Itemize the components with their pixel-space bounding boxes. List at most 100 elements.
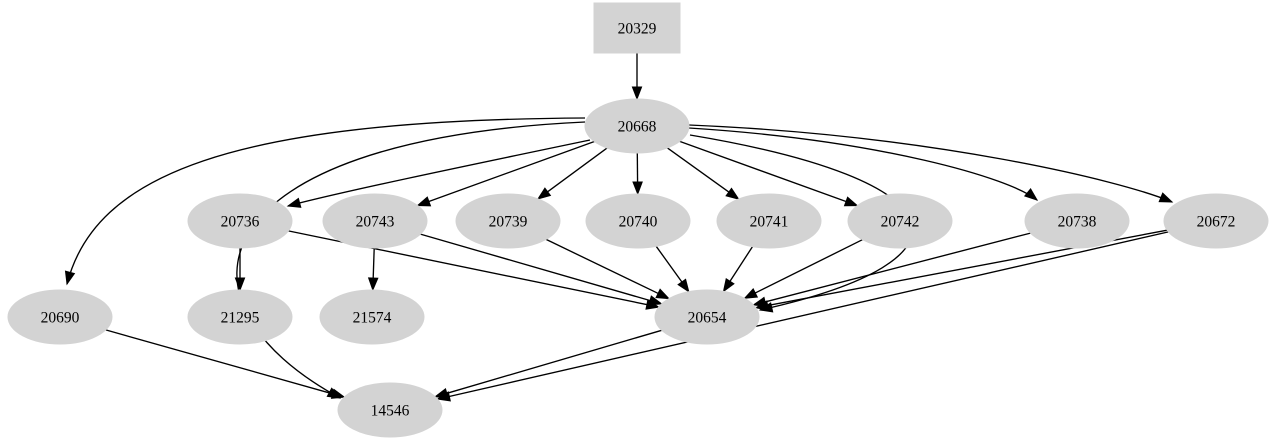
node-ellipse-shape[interactable] xyxy=(187,193,293,249)
arrowhead-icon xyxy=(677,278,690,293)
edge-line xyxy=(66,117,586,285)
arrowhead-icon xyxy=(725,187,740,200)
arrowhead-icon xyxy=(433,388,449,399)
edge-layer xyxy=(64,53,1174,402)
edge-line xyxy=(425,140,595,204)
edge-20690-to-14546 xyxy=(105,329,346,399)
node-label: 20329 xyxy=(618,21,657,38)
arrowhead-icon xyxy=(631,86,643,101)
edge-20668-to-20743 xyxy=(416,140,595,207)
graph-node-20654[interactable]: 20654 xyxy=(654,289,760,345)
edge-20740-to-20654 xyxy=(655,245,690,293)
graph-node-20743[interactable]: 20743 xyxy=(322,193,428,249)
node-ellipse-shape[interactable] xyxy=(584,98,690,154)
graph-node-20740[interactable]: 20740 xyxy=(585,193,691,249)
edge-20668-to-20741 xyxy=(667,147,740,200)
arrowhead-icon xyxy=(1158,192,1174,203)
edge-20668-to-20736 xyxy=(286,139,591,208)
graph-node-20690[interactable]: 20690 xyxy=(7,289,113,345)
edge-20672-to-14546 xyxy=(436,231,1169,402)
node-label: 20739 xyxy=(489,214,528,231)
edge-20668-to-20738 xyxy=(688,127,1039,201)
node-ellipse-shape[interactable] xyxy=(1163,193,1269,249)
edge-20736-to-21295 xyxy=(234,248,246,292)
arrowhead-icon xyxy=(64,270,76,286)
node-layer: 20329 20668 20736 20743 20739 20740 20741 20742… xyxy=(7,2,1269,438)
graph-node-20741[interactable]: 20741 xyxy=(716,193,822,249)
graph-node-20668[interactable]: 20668 xyxy=(584,98,690,154)
node-ellipse-shape[interactable] xyxy=(585,193,691,249)
edge-20668-to-20690 xyxy=(64,117,586,286)
node-label: 20738 xyxy=(1058,214,1097,231)
edge-20668-to-20740 xyxy=(632,152,643,196)
edge-20668-to-20742 xyxy=(679,140,859,207)
edge-line xyxy=(443,329,662,395)
edge-line xyxy=(688,127,1038,201)
edge-20654-to-14546 xyxy=(433,329,662,399)
node-ellipse-shape[interactable] xyxy=(716,193,822,249)
arrowhead-icon xyxy=(843,196,859,207)
node-label: 20736 xyxy=(221,214,260,231)
node-ellipse-shape[interactable] xyxy=(847,193,953,249)
node-label: 20743 xyxy=(356,214,395,231)
edge-20739-to-20654 xyxy=(545,238,671,300)
node-label: 20668 xyxy=(618,119,657,136)
arrowhead-icon xyxy=(648,295,663,306)
edge-line xyxy=(446,231,1169,398)
edge-line xyxy=(762,232,1031,304)
edge-line xyxy=(420,233,654,303)
node-box-shape[interactable] xyxy=(593,2,681,54)
edge-line xyxy=(688,124,1173,203)
node-label: 21574 xyxy=(353,310,392,327)
edge-20329-to-20668 xyxy=(631,53,643,101)
arrowhead-icon xyxy=(330,388,346,399)
node-ellipse-shape[interactable] xyxy=(187,289,293,345)
node-label: 20690 xyxy=(41,310,80,327)
graph-node-20329[interactable]: 20329 xyxy=(593,2,681,54)
edge-line xyxy=(679,140,850,204)
arrowhead-icon xyxy=(1023,188,1039,201)
node-ellipse-shape[interactable] xyxy=(7,289,113,345)
graph-node-21574[interactable]: 21574 xyxy=(319,289,425,345)
edge-line xyxy=(372,247,375,282)
node-ellipse-shape[interactable] xyxy=(337,382,443,438)
graph-node-20739[interactable]: 20739 xyxy=(455,193,561,249)
node-label: 20742 xyxy=(881,214,920,231)
arrowhead-icon xyxy=(367,277,379,292)
arrowhead-icon xyxy=(655,288,671,300)
edge-line xyxy=(727,246,754,285)
node-ellipse-shape[interactable] xyxy=(319,289,425,345)
node-label: 20741 xyxy=(750,214,789,231)
arrowhead-icon xyxy=(234,277,246,292)
node-ellipse-shape[interactable] xyxy=(654,289,760,345)
edge-20668-to-20672 xyxy=(688,124,1174,203)
arrowhead-icon xyxy=(722,277,735,293)
node-label: 20740 xyxy=(619,214,658,231)
edge-line xyxy=(287,139,591,207)
node-label: 20654 xyxy=(688,310,727,327)
node-label: 20672 xyxy=(1197,214,1236,231)
graph-node-14546[interactable]: 14546 xyxy=(337,382,443,438)
edge-20742-to-20654 xyxy=(743,239,863,299)
arrowhead-icon xyxy=(536,187,552,200)
graph-node-21295[interactable]: 21295 xyxy=(187,289,293,345)
edge-20743-to-20654 xyxy=(420,233,663,306)
edge-line xyxy=(752,239,863,295)
arrowhead-icon xyxy=(743,288,759,299)
arrowhead-icon xyxy=(416,196,432,207)
graph-node-20738[interactable]: 20738 xyxy=(1024,193,1130,249)
arrowhead-icon xyxy=(632,181,643,196)
edge-line xyxy=(105,329,336,396)
node-ellipse-shape[interactable] xyxy=(455,193,561,249)
graph-node-20736[interactable]: 20736 xyxy=(187,193,293,249)
edge-line xyxy=(667,147,732,195)
edge-line xyxy=(655,245,685,285)
graph-node-20672[interactable]: 20672 xyxy=(1163,193,1269,249)
node-ellipse-shape[interactable] xyxy=(322,193,428,249)
edge-20741-to-20654 xyxy=(722,246,754,293)
node-ellipse-shape[interactable] xyxy=(1024,193,1130,249)
graph-node-20742[interactable]: 20742 xyxy=(847,193,953,249)
node-label: 21295 xyxy=(221,310,260,327)
